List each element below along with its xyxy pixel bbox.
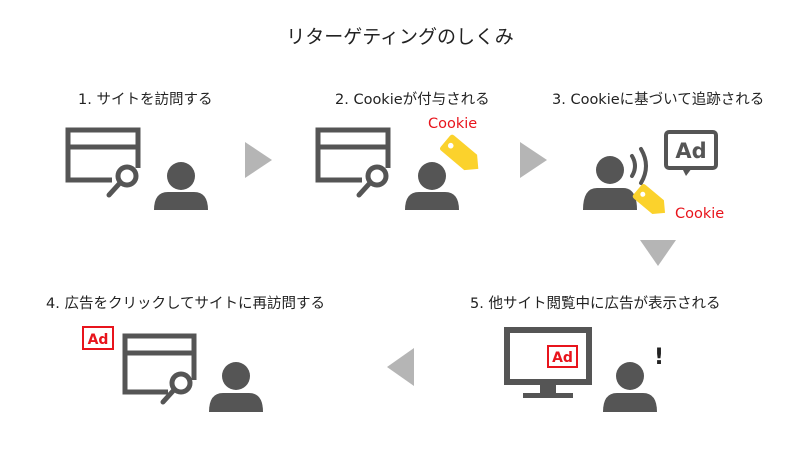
step-3-ad-text: Ad xyxy=(675,139,706,163)
step-5-exclamation-mark: ! xyxy=(654,345,664,370)
step-3-cookie-label: Cookie xyxy=(675,206,725,222)
step-4-ad-text: Ad xyxy=(88,332,109,348)
arrow-right-icon xyxy=(520,142,547,178)
step-3-ad-badge: Ad xyxy=(664,130,718,176)
step-4-browser-search-icon xyxy=(122,333,197,405)
step-2-user-icon xyxy=(405,162,459,210)
step-2-browser-search-icon xyxy=(315,127,391,198)
step-3-cookie-tag-icon xyxy=(632,183,666,215)
step-5-label: 5. 他サイト閲覧中に広告が表示される xyxy=(470,296,721,312)
step-5-user-icon xyxy=(603,362,657,412)
diagram-title: リターゲティングのしくみ xyxy=(286,26,514,48)
step-3-label: 3. Cookieに基づいて追跡される xyxy=(552,92,765,108)
step-1-label: 1. サイトを訪問する xyxy=(78,92,213,108)
step-5-monitor-icon xyxy=(504,327,592,398)
step-4-ad-badge: Ad xyxy=(82,326,114,350)
arrow-down-icon xyxy=(640,240,676,266)
step-3-user-icon xyxy=(583,156,637,210)
step-1-user-icon xyxy=(154,162,208,210)
step-5-ad-text: Ad xyxy=(552,350,573,366)
step-4-label: 4. 広告をクリックしてサイトに再訪問する xyxy=(46,296,326,312)
arrow-left-icon xyxy=(387,348,414,386)
step-2-cookie-label: Cookie xyxy=(428,116,478,132)
step-2-label: 2. Cookieが付与される xyxy=(335,92,490,108)
step-3-signal-icon xyxy=(630,147,648,185)
step-5-ad-badge: Ad xyxy=(547,345,578,368)
step-2-cookie-tag-icon xyxy=(440,134,479,171)
step-4-user-icon xyxy=(209,362,263,412)
step-1-browser-search-icon xyxy=(65,127,141,198)
arrow-right-icon xyxy=(245,142,272,178)
